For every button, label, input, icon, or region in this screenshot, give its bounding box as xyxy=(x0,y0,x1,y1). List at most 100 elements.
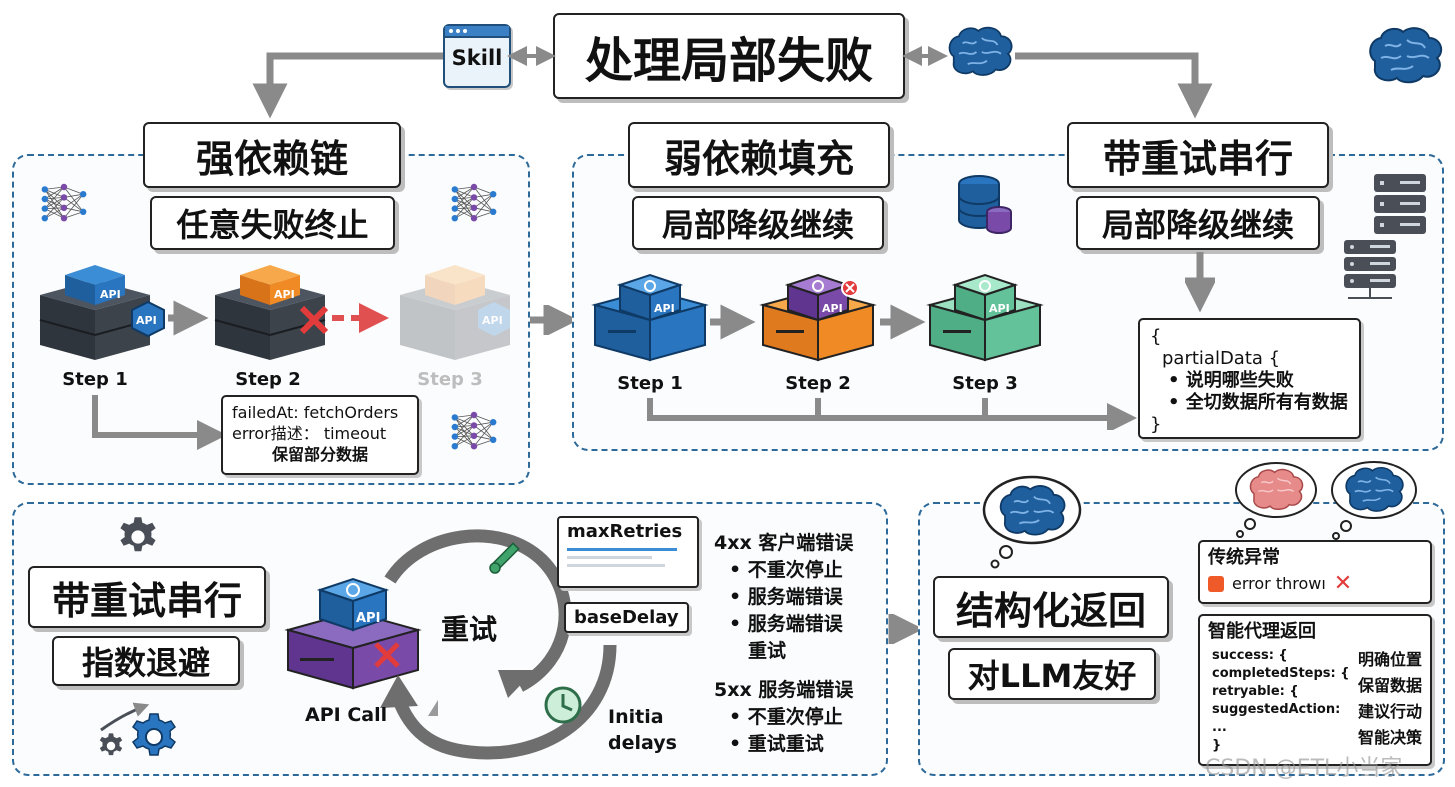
traditional-text: error throwı xyxy=(1232,574,1326,593)
skill-window-icon: Skill xyxy=(443,24,511,88)
api-step3-icon: API xyxy=(926,273,1044,362)
thought-bubble-icon xyxy=(1331,461,1417,540)
trigger-icon xyxy=(428,700,438,716)
svg-text:API: API xyxy=(989,302,1010,315)
retry-label: 重试 xyxy=(441,613,498,646)
retry-down-arrow xyxy=(1185,252,1215,313)
code-line: completedSteps: { xyxy=(1212,666,1350,681)
code-line: retryable: { xyxy=(1212,684,1299,699)
code-line: suggestedAction: xyxy=(1212,702,1341,717)
panel-connector-arrow xyxy=(530,305,578,335)
error-icon xyxy=(1208,576,1224,592)
strong-chain-title: 强依赖链 xyxy=(143,122,401,188)
server-step1-icon: API API xyxy=(39,265,165,360)
svg-text:API: API xyxy=(482,314,503,327)
agent-return-box: 智能代理返回 success: { completedSteps: { retr… xyxy=(1198,614,1432,766)
retry-serial-title: 带重试串行 xyxy=(1067,122,1329,188)
svg-text:API: API xyxy=(274,288,295,301)
server-step3-icon: API xyxy=(400,265,510,360)
svg-text:API: API xyxy=(136,314,157,327)
strong-chain-subtitle: 任意失败终止 xyxy=(150,196,395,250)
initial-delays-label: Initia delays xyxy=(608,706,677,754)
server-errors-item: • 重试重试 xyxy=(729,733,824,755)
client-errors-item: • 服务端错误 xyxy=(729,613,843,635)
retry-backoff-subtitle: 指数退避 xyxy=(52,636,240,686)
thought-bubble-icon xyxy=(1235,462,1317,538)
api-call-label: API Call xyxy=(305,704,388,726)
max-retries-label: maxRetries xyxy=(567,521,683,542)
server-errors-item: • 不重次停止 xyxy=(729,706,843,728)
gear-icon xyxy=(116,515,160,559)
step-label: Step 3 xyxy=(417,369,483,390)
failed-at-line: failedAt: fetchOrders xyxy=(232,403,399,422)
code-line: } xyxy=(1150,414,1162,435)
error-badge-icon xyxy=(841,279,859,297)
partial-data-box: { partialData { • 说明哪些失败 • 全切数据所有有数据 } xyxy=(1138,318,1361,439)
cross-icon xyxy=(374,642,400,668)
weak-fill-subtitle: 局部降级继续 xyxy=(632,196,884,250)
client-errors-item: 重试 xyxy=(748,640,787,662)
client-errors-heading: 4xx 客户端错误 xyxy=(714,532,854,554)
structured-return-title: 结构化返回 xyxy=(933,576,1169,638)
agent-label: 明确位置 xyxy=(1357,650,1422,669)
retry-cycle-diagram: API xyxy=(284,529,617,760)
client-errors-block: 4xx 客户端错误 • 不重次停止 • 服务端错误 • 服务端错误 重试 xyxy=(714,530,853,665)
clock-icon xyxy=(544,686,582,724)
code-line: } xyxy=(1212,738,1222,753)
code-line: • 说明哪些失败 xyxy=(1168,370,1294,391)
code-line: { xyxy=(1150,326,1162,347)
error-line: error描述： timeout xyxy=(232,424,387,443)
code-line: success: { xyxy=(1212,648,1288,663)
server-errors-heading: 5xx 服务端错误 xyxy=(714,679,854,701)
svg-text:API: API xyxy=(356,611,380,626)
skill-label: Skill xyxy=(451,46,503,70)
keep-data-line: 保留部分数据 xyxy=(271,445,368,464)
client-errors-item: • 不重次停止 xyxy=(729,559,843,581)
weak-fill-diagram: API API API xyxy=(591,273,1137,430)
agent-label: 智能决策 xyxy=(1357,728,1422,747)
code-line: • 全切数据所有有数据 xyxy=(1168,392,1348,413)
neural-network-icon xyxy=(40,182,88,224)
retry-backoff-title: 带重试串行 xyxy=(28,566,266,628)
bottom-connector-arrow xyxy=(888,614,923,644)
agent-label: 建议行动 xyxy=(1357,702,1422,721)
api-step2-icon: API xyxy=(759,273,877,362)
agent-label: 保留数据 xyxy=(1357,676,1422,695)
traditional-exception-box: 传统异常 error throwı ✕ xyxy=(1198,540,1432,604)
cross-icon xyxy=(299,305,329,335)
svg-text:API: API xyxy=(100,288,121,301)
api-step1-icon: API xyxy=(591,273,709,362)
page-title: 处理局部失败 xyxy=(553,13,905,99)
code-line: ... xyxy=(1212,720,1227,735)
step-label: Step 1 xyxy=(62,369,128,390)
max-retries-card: maxRetries xyxy=(557,516,699,588)
thought-bubble-icon xyxy=(982,475,1082,569)
api-call-server-icon: API xyxy=(284,577,422,690)
neural-network-icon xyxy=(450,182,498,224)
base-delay-label: baseDelay xyxy=(564,602,689,633)
step-label: Step 3 xyxy=(952,373,1018,394)
cross-icon: ✕ xyxy=(1333,571,1353,596)
database-icon xyxy=(958,175,1012,234)
step-label: Step 1 xyxy=(617,373,683,394)
svg-text:API: API xyxy=(822,302,843,315)
traditional-heading: 传统异常 xyxy=(1208,547,1280,568)
strong-chain-diagram: API API API API xyxy=(39,265,510,450)
client-errors-item: • 服务端错误 xyxy=(729,586,843,608)
server-step2-icon: API xyxy=(214,265,326,360)
step-label: Step 2 xyxy=(235,369,301,390)
svg-text:API: API xyxy=(654,302,675,315)
server-errors-block: 5xx 服务端错误 • 不重次停止 • 重试重试 xyxy=(714,677,853,758)
failure-info-box: failedAt: fetchOrders error描述： timeout 保… xyxy=(221,395,419,475)
retry-serial-subtitle: 局部降级继续 xyxy=(1076,196,1320,250)
server-rack-icon xyxy=(1374,174,1426,234)
weak-fill-title: 弱依赖填充 xyxy=(628,122,890,188)
step-label: Step 2 xyxy=(785,373,851,394)
server-rack-icon xyxy=(1344,240,1396,299)
watermark: CSDN @ETL小当家 xyxy=(1205,756,1403,781)
structured-return-subtitle: 对LLM友好 xyxy=(948,648,1156,700)
top-connectors xyxy=(252,46,1213,119)
gear-cluster-icon xyxy=(99,702,177,756)
code-line: partialData { xyxy=(1162,348,1281,369)
agent-heading: 智能代理返回 xyxy=(1208,621,1316,642)
